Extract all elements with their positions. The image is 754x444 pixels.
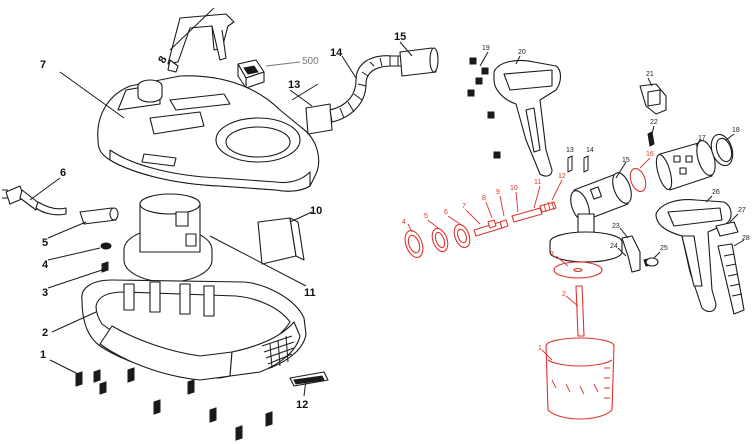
- label-15: 15: [394, 31, 406, 43]
- r-label-7: 7: [462, 203, 466, 210]
- air-hose: [329, 41, 439, 123]
- r-label-11: 11: [534, 179, 541, 186]
- r-label-20: 20: [518, 49, 526, 56]
- r-label-25: 25: [660, 245, 668, 252]
- paint-container: [541, 337, 615, 420]
- r-label-16: 16: [646, 151, 654, 158]
- r-label-8: 8: [482, 195, 486, 202]
- gun-screws: [467, 51, 501, 159]
- handle-half-right: [655, 195, 732, 313]
- label-14: 14: [330, 47, 343, 59]
- motor: [123, 193, 307, 287]
- r-label-9: 9: [496, 189, 500, 196]
- grip-cover: [717, 239, 745, 315]
- r-label-28: 28: [742, 235, 750, 242]
- label-5: 5: [42, 237, 48, 249]
- cord-connector: [289, 89, 333, 135]
- upper-housing: [59, 71, 320, 192]
- rocker-switch: [237, 59, 301, 89]
- label-2: 2: [42, 327, 48, 339]
- label-6: 6: [60, 167, 66, 179]
- r-label-15: 15: [622, 157, 630, 164]
- switch-note: 500: [302, 56, 319, 67]
- handle-bracket: [167, 7, 235, 73]
- label-1: 1: [40, 349, 46, 361]
- r-label-21: 21: [646, 71, 654, 78]
- r-label-2: 2: [562, 291, 566, 298]
- r-label-23: 23: [612, 223, 620, 230]
- pins: [567, 155, 589, 173]
- strain-relief: [47, 207, 119, 239]
- r-label-18: 18: [732, 127, 740, 134]
- end-cap: [715, 213, 739, 237]
- end-ring: [710, 133, 735, 167]
- pump-body: [549, 161, 632, 263]
- power-cord: [2, 177, 67, 216]
- r-label-5: 5: [424, 213, 428, 220]
- spring: [647, 125, 655, 147]
- label-4: 4: [42, 259, 49, 271]
- r-label-22: 22: [650, 119, 658, 126]
- filter-foam: [257, 211, 313, 265]
- r-label-4: 4: [402, 219, 406, 226]
- nut: [47, 242, 112, 261]
- r-label-19: 19: [482, 45, 490, 52]
- base-housing: [51, 279, 307, 381]
- r-label-14: 14: [586, 147, 594, 154]
- base-screws: [49, 359, 273, 441]
- label-10: 10: [310, 205, 322, 217]
- label-7: 7: [40, 59, 46, 71]
- nozzle-assembly: [404, 179, 563, 258]
- screw: [47, 261, 109, 289]
- r-label-27: 27: [738, 207, 746, 214]
- r-label-3: 3: [550, 251, 554, 258]
- label-13: 13: [288, 79, 300, 91]
- o-ring: [629, 157, 651, 193]
- label-3: 3: [42, 287, 48, 299]
- r-label-1: 1: [538, 345, 542, 352]
- gasket-disc: [553, 255, 603, 279]
- trigger-lock: [639, 77, 667, 115]
- r-label-10: 10: [510, 185, 518, 192]
- trigger: [617, 227, 661, 273]
- handle-half-left: [493, 55, 562, 177]
- turbine-housing: [655, 139, 716, 191]
- r-label-24: 24: [610, 243, 618, 250]
- label-11: 11: [304, 287, 316, 299]
- mounting-clip: [289, 371, 329, 397]
- label-8: 8: [156, 54, 169, 65]
- r-label-17: 17: [698, 135, 706, 142]
- r-label-26: 26: [712, 189, 720, 196]
- pickup-tube: [565, 285, 585, 337]
- r-label-12: 12: [558, 173, 566, 180]
- r-label-6: 6: [444, 209, 448, 216]
- r-label-13: 13: [566, 147, 574, 154]
- label-12: 12: [296, 399, 308, 411]
